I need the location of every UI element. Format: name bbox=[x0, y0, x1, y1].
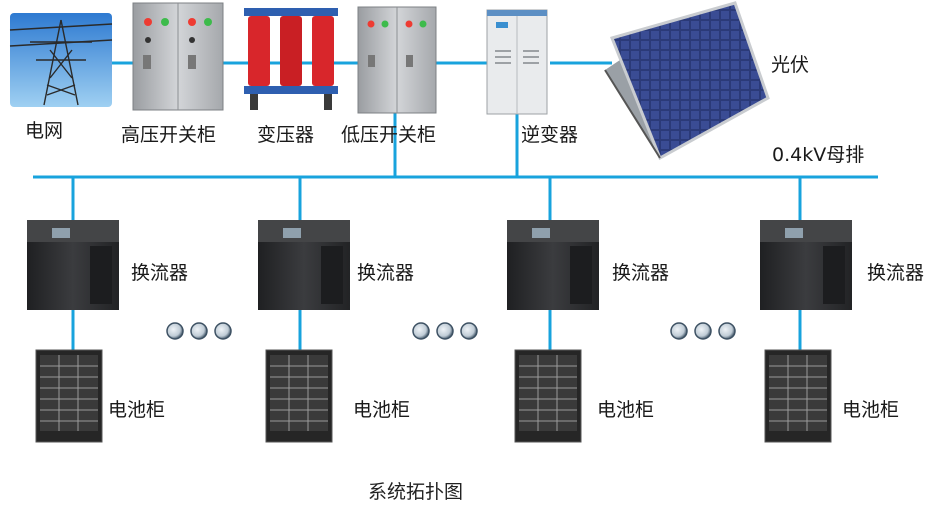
pv-panel-image bbox=[604, 1, 770, 161]
lv-switchgear-label: 低压开关柜 bbox=[341, 124, 437, 146]
battery-cabinet-1-label: 电池柜 bbox=[108, 399, 166, 421]
inverter-label: 逆变器 bbox=[521, 124, 579, 146]
diagram-caption: 系统拓扑图 bbox=[368, 481, 464, 503]
battery-cabinet-1-image bbox=[35, 349, 103, 443]
battery-cabinet-3-image bbox=[514, 349, 582, 443]
hv-switchgear-image bbox=[132, 2, 224, 111]
grid-label: 电网 bbox=[25, 120, 64, 142]
grid-tower-image bbox=[9, 13, 113, 107]
inverter-image bbox=[486, 9, 548, 115]
converter-3-label: 换流器 bbox=[612, 262, 670, 284]
transformer-image bbox=[244, 8, 338, 110]
converter-2-image bbox=[258, 220, 350, 310]
battery-cabinet-2-label: 电池柜 bbox=[353, 399, 411, 421]
converter-3-image bbox=[507, 220, 599, 310]
converter-4-image bbox=[760, 220, 852, 310]
converter-1-image bbox=[27, 220, 119, 310]
battery-cabinet-3-label: 电池柜 bbox=[597, 399, 655, 421]
ellipsis-dots-3 bbox=[670, 322, 736, 340]
converter-2-label: 换流器 bbox=[357, 262, 415, 284]
converter-4-label: 换流器 bbox=[867, 262, 925, 284]
hv-switchgear-label: 高压开关柜 bbox=[121, 124, 217, 146]
busbar-label: 0.4kV母排 bbox=[772, 144, 865, 166]
battery-cabinet-4-image bbox=[764, 349, 832, 443]
pv-label: 光伏 bbox=[771, 54, 810, 76]
battery-cabinet-4-label: 电池柜 bbox=[842, 399, 900, 421]
lv-switchgear-image bbox=[357, 6, 437, 114]
battery-cabinet-2-image bbox=[265, 349, 333, 443]
ellipsis-dots-2 bbox=[412, 322, 478, 340]
transformer-label: 变压器 bbox=[257, 124, 315, 146]
ellipsis-dots-1 bbox=[166, 322, 232, 340]
converter-1-label: 换流器 bbox=[131, 262, 189, 284]
